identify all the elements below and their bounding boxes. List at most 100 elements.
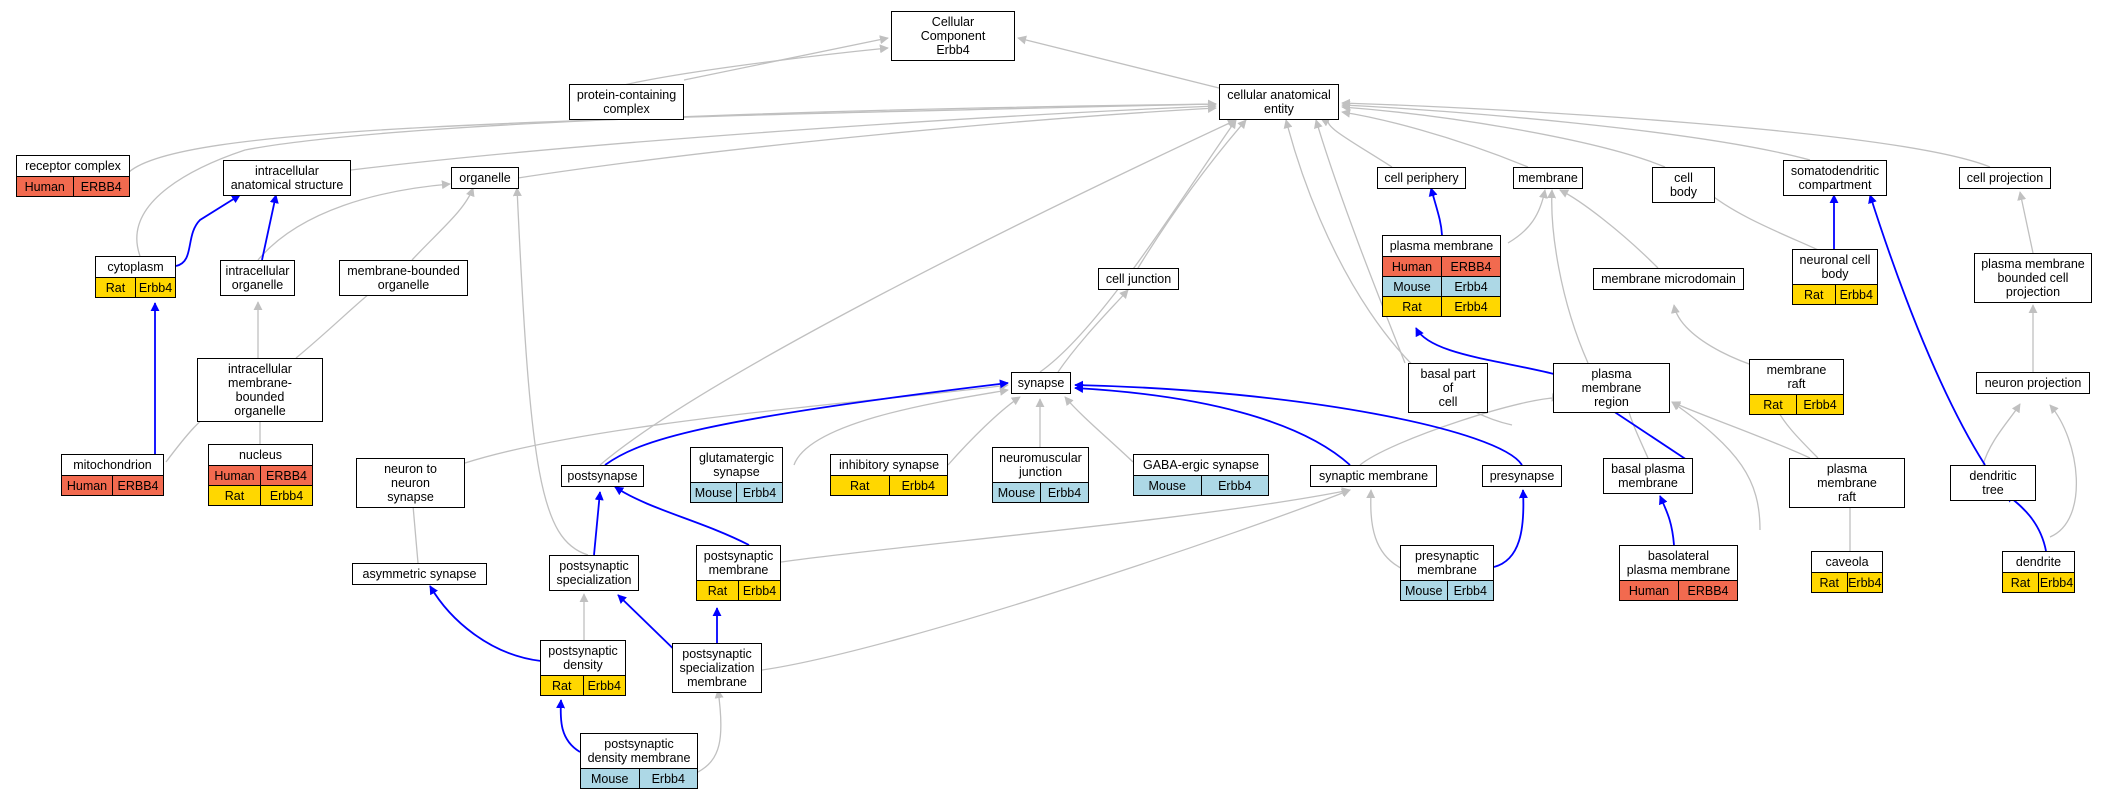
node-postsynaptic-specialization[interactable]: postsynaptic specialization xyxy=(549,555,639,591)
species-label: Rat xyxy=(1812,573,1847,592)
is-a-edge xyxy=(257,180,451,261)
is-a-edge xyxy=(1137,119,1247,269)
node-synapse[interactable]: synapse xyxy=(1011,372,1071,394)
node-label: neuron to neuron synapse xyxy=(384,462,437,504)
is-a-edge xyxy=(411,187,475,261)
is-a-edge xyxy=(761,488,1351,671)
species-label: Human xyxy=(62,476,112,495)
is-a-edge xyxy=(599,119,1237,466)
node-label: asymmetric synapse xyxy=(362,567,477,581)
is-a-edge xyxy=(780,487,1351,563)
node-cell-body[interactable]: cell body xyxy=(1652,167,1715,203)
node-plasma-membrane-raft[interactable]: plasma membrane raft xyxy=(1789,458,1905,508)
node-intracellular-organelle[interactable]: intracellular organelle xyxy=(220,260,295,296)
gene-label: Erbb4 xyxy=(638,769,697,788)
gene-label: ERBB4 xyxy=(260,466,312,485)
node-cellular-anatomical-entity[interactable]: cellular anatomical entity xyxy=(1219,84,1339,120)
node-cell-periphery[interactable]: cell periphery xyxy=(1377,167,1466,189)
part-of-edge xyxy=(261,194,279,261)
node-label: presynaptic membrane xyxy=(1415,549,1479,577)
part-of-edge xyxy=(1415,327,1559,376)
node-organelle[interactable]: organelle xyxy=(451,167,519,189)
species-label: Rat xyxy=(697,581,738,600)
node-label: glutamatergic synapse xyxy=(698,451,775,479)
node-dendritic-tree[interactable]: dendritic tree xyxy=(1950,465,2036,501)
node-label: cell body xyxy=(1669,171,1698,199)
species-label: Human xyxy=(1620,581,1678,600)
node-asymmetric-synapse[interactable]: asymmetric synapse xyxy=(352,563,487,585)
node-membrane-bounded-organelle[interactable]: membrane-bounded organelle xyxy=(339,260,468,296)
node-label: intracellular anatomical structure xyxy=(230,164,344,192)
gene-label: ERBB4 xyxy=(112,476,163,495)
node-label: postsynaptic density membrane xyxy=(587,737,691,765)
node-label: plasma membrane bounded cell projection xyxy=(1981,257,2085,299)
node-intracellular-anatomical-structure[interactable]: intracellular anatomical structure xyxy=(223,160,351,196)
part-of-edge xyxy=(604,379,1009,466)
node-label: caveola xyxy=(1825,555,1869,569)
node-label: cell junction xyxy=(1105,272,1172,286)
node-label: nucleus xyxy=(238,448,283,462)
node-root[interactable]: Cellular Component Erbb4 xyxy=(891,11,1015,61)
node-somatodendritic-compartment[interactable]: somatodendritic compartment xyxy=(1783,160,1887,196)
species-label: Rat xyxy=(1793,285,1835,304)
node-postsynapse[interactable]: postsynapse xyxy=(561,465,644,487)
node-plasma-membrane-bounded-cell-projection[interactable]: plasma membrane bounded cell projection xyxy=(1974,253,2092,303)
node-presynapse[interactable]: presynapse xyxy=(1482,465,1562,487)
node-protein-complex[interactable]: protein-containing complex xyxy=(569,84,684,120)
species-label: Rat xyxy=(209,486,260,505)
is-a-edge xyxy=(1314,119,1406,364)
node-label: cell periphery xyxy=(1384,171,1459,185)
node-label: postsynaptic specialization xyxy=(556,559,632,587)
is-a-edge xyxy=(2049,404,2077,538)
node-cell-junction[interactable]: cell junction xyxy=(1098,268,1179,290)
node-postsynaptic-specialization-membrane[interactable]: postsynaptic specialization membrane xyxy=(672,643,762,693)
node-membrane-microdomain[interactable]: membrane microdomain xyxy=(1593,268,1744,290)
node-label: postsynaptic membrane xyxy=(703,549,774,577)
node-basal-plasma-membrane[interactable]: basal plasma membrane xyxy=(1603,458,1693,494)
is-a-edge xyxy=(1982,403,2021,466)
node-intracellular-membrane-bounded-organelle[interactable]: intracellular membrane-bounded organelle xyxy=(197,358,323,422)
part-of-edge xyxy=(593,491,604,556)
gene-label: Erbb4 xyxy=(260,486,312,505)
node-synaptic-membrane[interactable]: synaptic membrane xyxy=(1310,465,1437,487)
part-of-edge xyxy=(1074,380,1523,466)
species-label: Rat xyxy=(96,278,135,297)
node-basal-part-of-cell[interactable]: basal part of cell xyxy=(1408,363,1488,413)
node-neuron-to-neuron-synapse[interactable]: neuron to neuron synapse xyxy=(356,458,465,508)
is-a-edge xyxy=(1671,401,1811,459)
node-cell-projection[interactable]: cell projection xyxy=(1959,167,2051,189)
node-membrane[interactable]: membrane xyxy=(1513,167,1583,189)
node-neuron-projection[interactable]: neuron projection xyxy=(1976,372,2090,394)
node-label: GABA-ergic synapse xyxy=(1142,458,1260,472)
is-a-edge xyxy=(1341,103,1666,168)
node-plasma-membrane-region[interactable]: plasma membrane region xyxy=(1553,363,1670,413)
